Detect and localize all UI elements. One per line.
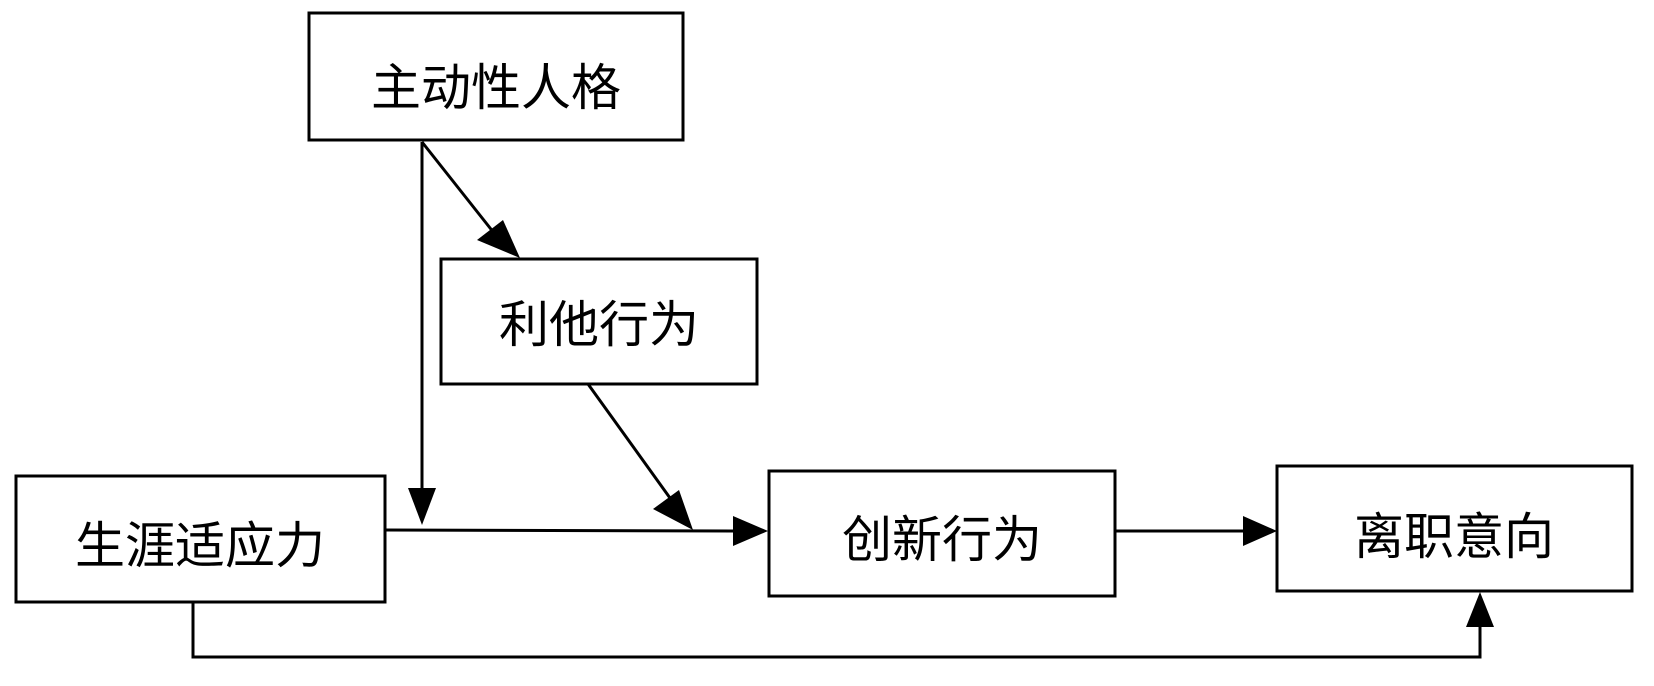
arrowhead-career-to-turnover	[1466, 592, 1494, 627]
node-box	[767, 469, 1117, 598]
arrowhead-career-to-innovative	[733, 516, 768, 546]
node-label: 利他行为	[499, 296, 699, 354]
edge-career-to-turnover	[191, 602, 1482, 659]
node-label: 主动性人格	[371, 59, 621, 117]
edge-altruistic-to-innovative	[586, 383, 672, 499]
node-altruistic-behavior: 利他行为	[439, 257, 759, 386]
arrowhead-proactive-to-altruistic	[477, 220, 520, 258]
node-box	[14, 474, 387, 604]
edge-career-to-innovative	[384, 528, 734, 533]
arrowhead-proactive-moderation	[408, 488, 436, 525]
node-box	[307, 11, 685, 142]
node-label: 离职意向	[1354, 508, 1554, 566]
edge-proactive-to-altruistic	[420, 141, 496, 234]
arrowhead-innovative-to-turnover	[1243, 516, 1277, 546]
edges	[191, 141, 1494, 659]
node-proactive-personality: 主动性人格	[307, 11, 685, 142]
node-label: 生涯适应力	[75, 517, 325, 575]
node-innovative-behavior: 创新行为	[767, 469, 1117, 598]
node-label: 创新行为	[842, 511, 1042, 569]
node-box	[1275, 464, 1634, 593]
arrowhead-altruistic-to-innovative	[653, 490, 693, 530]
node-career-adaptability: 生涯适应力	[14, 474, 387, 604]
node-turnover-intention: 离职意向	[1275, 464, 1634, 593]
node-box	[439, 257, 759, 386]
